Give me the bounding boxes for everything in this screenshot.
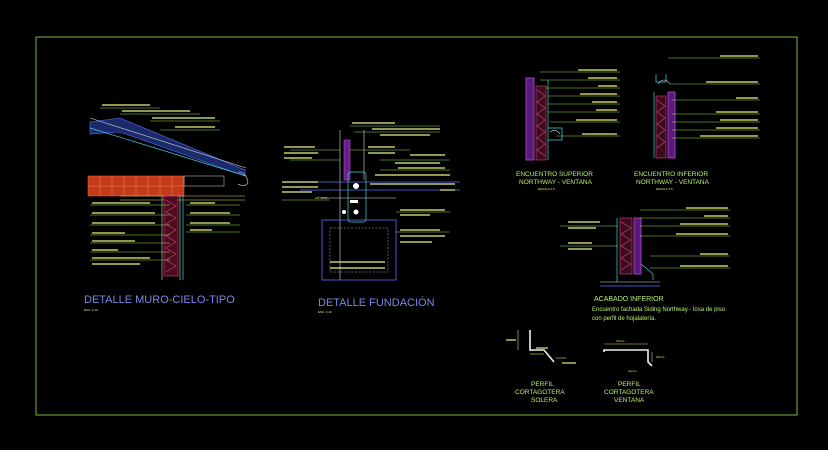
detail-acabado-inferior: ACABADO INFERIOR Encuentro fachada Sidin…	[560, 207, 730, 322]
title-encuentro-inferior-1: ENCUENTRO INFERIOR	[634, 171, 708, 178]
detail-encuentro-superior: ENCUENTRO SUPERIOR NORTHWAY - VENTANA ES…	[516, 69, 620, 191]
detail-muro-cielo: DETALLE MURO-CIELO-TIPO ESC. 1:10	[84, 104, 249, 312]
scale-encuentro-superior: ESCALA 1:5	[538, 187, 555, 191]
ventana-line2: CORTAGOTERA	[604, 389, 654, 396]
solera-line2: CORTAGOTERA	[515, 389, 565, 396]
roof-slab	[89, 117, 246, 177]
dim-70mm: 70mm	[616, 339, 625, 343]
roof-line-cyan	[89, 127, 247, 177]
solera-line3: SOLERA	[531, 397, 558, 404]
gutter	[237, 171, 249, 186]
title-encuentro-superior-1: ENCUENTRO SUPERIOR	[516, 171, 593, 178]
dim-15mm: 15mm	[656, 355, 665, 359]
detail-fundacion: 3/4" PVC DETALLE FUNDACIÓN ESC. 1:10	[282, 122, 460, 314]
detail-perfil-ventana: 70mm 15mm 12mm PERFIL CORTAGOTERA VENTAN…	[603, 339, 665, 404]
acabado-note-2: con perfil de hojalatería.	[592, 316, 656, 322]
title-detalle-muro: DETALLE MURO-CIELO-TIPO	[84, 294, 235, 306]
title-encuentro-superior-2: NORTHWAY - VENTANA	[519, 179, 593, 186]
title-detalle-fundacion: DETALLE FUNDACIÓN	[318, 296, 435, 309]
acabado-note-1: Encuentro fachada Siding Northway - losa…	[592, 307, 726, 313]
sheet-frame	[35, 36, 798, 416]
roof-line-top	[89, 117, 247, 169]
detail-encuentro-inferior: ENCUENTRO INFERIOR NORTHWAY - VENTANA ES…	[634, 55, 760, 191]
wall-insulation	[163, 195, 179, 277]
footing	[321, 219, 397, 281]
solera-line1: PERFIL	[531, 381, 554, 388]
label-pvc: 3/4" PVC	[315, 196, 328, 200]
detail-perfil-solera: PERFIL CORTAGOTERA SOLERA	[506, 330, 576, 404]
ventana-line1: PERFIL	[618, 381, 641, 388]
ventana-line3: VENTANA	[614, 397, 645, 404]
scale-encuentro-inferior: ESCALA 1:5	[656, 187, 673, 191]
dim-12mm: 12mm	[628, 369, 637, 373]
title-encuentro-inferior-2: NORTHWAY - VENTANA	[636, 179, 710, 186]
title-acabado-inferior: ACABADO INFERIOR	[594, 296, 664, 303]
scale-detalle-fundacion: ESC. 1:10	[318, 310, 332, 314]
scale-detalle-muro: ESC. 1:10	[84, 308, 98, 312]
